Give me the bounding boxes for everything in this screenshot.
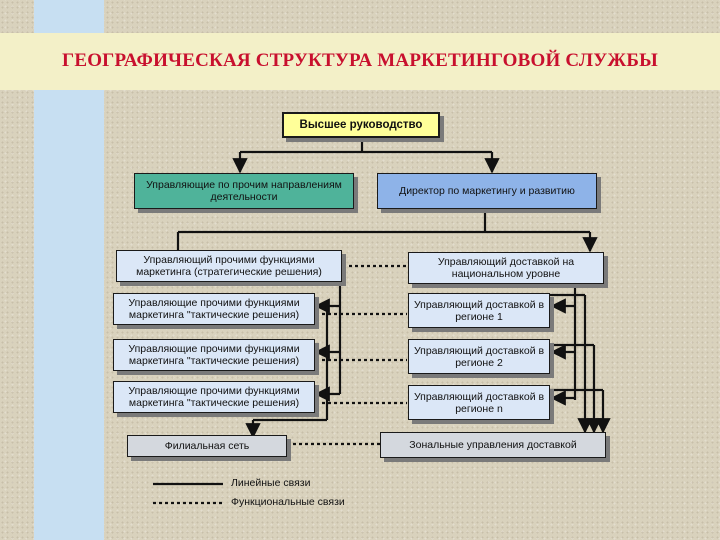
box-tactic-manager-2: Управляющие прочими функциями маркетинга… — [113, 339, 315, 371]
box-tactic-manager-1: Управляющие прочими функциями маркетинга… — [113, 293, 315, 325]
box-marketing-director: Директор по маркетингу и развитию — [377, 173, 597, 209]
box-tactic-manager-3: Управляющие прочими функциями маркетинга… — [113, 381, 315, 413]
legend-linear-label: Линейные связи — [231, 477, 311, 489]
box-region-1: Управляющий доставкой в регионе 1 — [408, 293, 550, 328]
box-zonal-delivery: Зональные управления доставкой — [380, 432, 606, 458]
title-band — [0, 33, 720, 90]
box-branch-network: Филиальная сеть — [127, 435, 287, 457]
box-region-n: Управляющий доставкой в регионе n — [408, 385, 550, 420]
box-strategic-manager: Управляющий прочими функциями маркетинга… — [116, 250, 342, 282]
box-national-delivery: Управляющий доставкой на национальном ур… — [408, 252, 604, 284]
box-other-directions-managers: Управляющие по прочим направлениям деяте… — [134, 173, 354, 209]
page-title: ГЕОГРАФИЧЕСКАЯ СТРУКТУРА МАРКЕТИНГОВОЙ С… — [62, 50, 658, 71]
legend-functional-label: Функциональные связи — [231, 496, 345, 508]
box-top-management: Высшее руководство — [282, 112, 440, 138]
left-stripe — [34, 0, 104, 540]
box-region-2: Управляющий доставкой в регионе 2 — [408, 339, 550, 374]
